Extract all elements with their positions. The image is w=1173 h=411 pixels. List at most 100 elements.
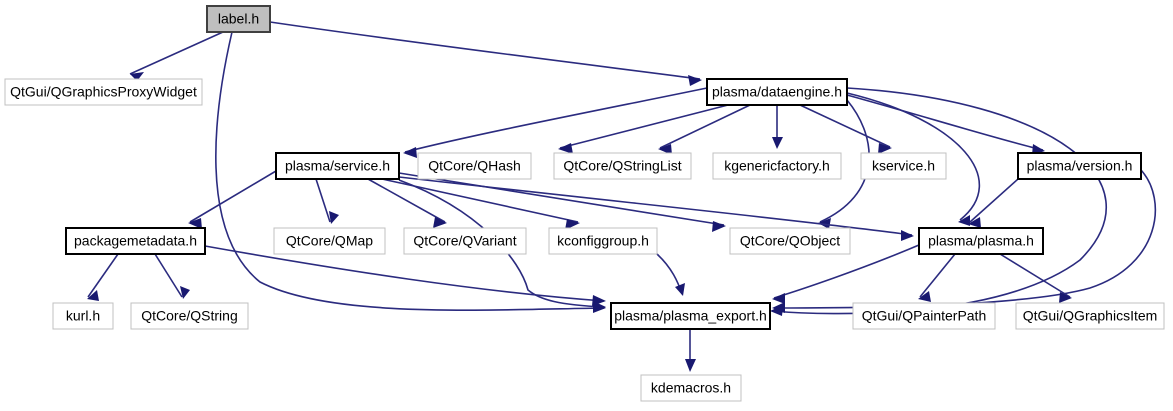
node-box[interactable]: [553, 152, 692, 180]
node-qstring[interactable]: QtCore/QString: [130, 302, 249, 330]
edge-label-to-proxywidget: [129, 31, 224, 81]
node-label: kservice.h: [872, 158, 935, 174]
edge-line: [999, 253, 1071, 298]
node-kurl[interactable]: kurl.h: [52, 302, 114, 330]
node-proxywidget[interactable]: QtGui/QGraphicsProxyWidget: [4, 78, 203, 106]
node-label: kgenericfactory.h: [724, 158, 830, 174]
node-label: plasma/plasma_export.h: [614, 308, 767, 324]
node-label: QtCore/QStringList: [563, 158, 681, 174]
node-box[interactable]: [206, 5, 271, 33]
node-label: QtGui/QGraphicsProxyWidget: [10, 84, 197, 100]
node-box[interactable]: [860, 152, 947, 180]
edge-line: [398, 172, 725, 226]
edge-line: [87, 253, 119, 298]
node-box[interactable]: [65, 227, 206, 255]
node-plasma[interactable]: plasma/plasma.h: [918, 227, 1044, 255]
arrowhead-icon: [675, 283, 685, 296]
node-box[interactable]: [918, 227, 1044, 255]
node-painterpath[interactable]: QtGui/QPainterPath: [852, 302, 996, 330]
node-qstringlist[interactable]: QtCore/QStringList: [553, 152, 692, 180]
edge-packagemetadata-to-plasma_export: [204, 245, 606, 306]
edge-kconfiggroup-to-plasma_export: [656, 253, 685, 296]
node-qobject[interactable]: QtCore/QObject: [729, 227, 851, 255]
arrowhead-icon: [188, 218, 202, 229]
node-box[interactable]: [548, 227, 658, 255]
arrowhead-icon: [658, 144, 672, 155]
edge-line: [659, 104, 751, 149]
node-box[interactable]: [1015, 302, 1165, 330]
node-qmap[interactable]: QtCore/QMap: [273, 227, 386, 255]
node-box[interactable]: [403, 227, 527, 255]
node-label: QtGui/QGraphicsItem: [1023, 308, 1158, 324]
node-label: QtCore/QMap: [286, 233, 373, 249]
node-box[interactable]: [712, 152, 842, 180]
edge-line: [398, 176, 913, 236]
edge-line: [846, 94, 1044, 151]
edge-line: [215, 31, 605, 311]
edge-dataengine-to-service: [403, 87, 708, 158]
arrowhead-icon: [558, 143, 573, 154]
node-label[interactable]: label.h: [206, 5, 271, 33]
arrowhead-icon: [772, 302, 785, 313]
arrowhead-icon: [403, 147, 417, 158]
node-box[interactable]: [275, 152, 400, 180]
node-box[interactable]: [4, 78, 203, 106]
edge-line: [398, 179, 605, 308]
arrowhead-icon: [901, 230, 914, 241]
node-box[interactable]: [417, 152, 532, 180]
edge-plasma-to-graphicsitem: [999, 253, 1072, 303]
edge-line: [846, 92, 980, 221]
node-dataengine[interactable]: plasma/dataengine.h: [706, 78, 848, 106]
arrowhead-icon: [958, 215, 970, 226]
arrowhead-icon: [878, 143, 892, 154]
node-label: plasma/dataengine.h: [712, 84, 842, 100]
node-box[interactable]: [52, 302, 114, 330]
edge-service-to-packagemetadata: [188, 170, 277, 229]
edge-line: [799, 104, 891, 148]
arrowhead-icon: [87, 290, 99, 301]
edge-plasma-to-painterpath: [918, 253, 956, 302]
edge-line: [559, 104, 729, 149]
node-version[interactable]: plasma/version.h: [1017, 152, 1142, 180]
edge-dataengine-to-qhash: [558, 104, 729, 154]
node-box[interactable]: [610, 302, 771, 330]
node-packagemetadata[interactable]: packagemetadata.h: [65, 227, 206, 255]
edge-version-to-plasma: [968, 178, 1019, 228]
node-kconfiggroup[interactable]: kconfiggroup.h: [548, 227, 658, 255]
node-box[interactable]: [1017, 152, 1142, 180]
node-box[interactable]: [729, 227, 851, 255]
arrowhead-icon: [329, 211, 339, 224]
arrowhead-icon: [130, 72, 144, 81]
node-kservice[interactable]: kservice.h: [860, 152, 947, 180]
node-graphicsitem[interactable]: QtGui/QGraphicsItem: [1015, 302, 1165, 330]
node-box[interactable]: [852, 302, 996, 330]
edge-line: [969, 178, 1019, 223]
edge-line: [129, 31, 224, 75]
node-label: label.h: [218, 11, 259, 27]
node-box[interactable]: [273, 227, 386, 255]
edge-dataengine-to-qstringlist: [658, 104, 751, 155]
node-kgenericfactory[interactable]: kgenericfactory.h: [712, 152, 842, 180]
node-box[interactable]: [130, 302, 249, 330]
node-service[interactable]: plasma/service.h: [275, 152, 400, 180]
edge-dataengine-to-version: [846, 94, 1045, 155]
edge-packagemetadata-to-qstring: [154, 253, 190, 299]
node-label: QtCore/QVariant: [413, 233, 516, 249]
node-qhash[interactable]: QtCore/QHash: [417, 152, 532, 180]
arrowhead-icon: [433, 217, 447, 228]
edge-service-to-qvariant: [367, 178, 447, 228]
arrowhead-icon: [565, 219, 580, 230]
edge-line: [404, 87, 708, 153]
node-box[interactable]: [640, 374, 742, 402]
node-plasma_export[interactable]: plasma/plasma_export.h: [610, 302, 771, 330]
edge-label-to-dataengine: [269, 21, 702, 86]
node-box[interactable]: [706, 78, 848, 106]
edge-line: [269, 21, 701, 80]
node-qvariant[interactable]: QtCore/QVariant: [403, 227, 527, 255]
node-kdemacros[interactable]: kdemacros.h: [640, 374, 742, 402]
arrowhead-icon: [772, 137, 783, 149]
edge-service-to-plasma: [398, 176, 914, 241]
edge-dataengine-to-kgenericfactory: [772, 105, 783, 149]
edge-plasma_export-to-kdemacros: [685, 329, 696, 372]
